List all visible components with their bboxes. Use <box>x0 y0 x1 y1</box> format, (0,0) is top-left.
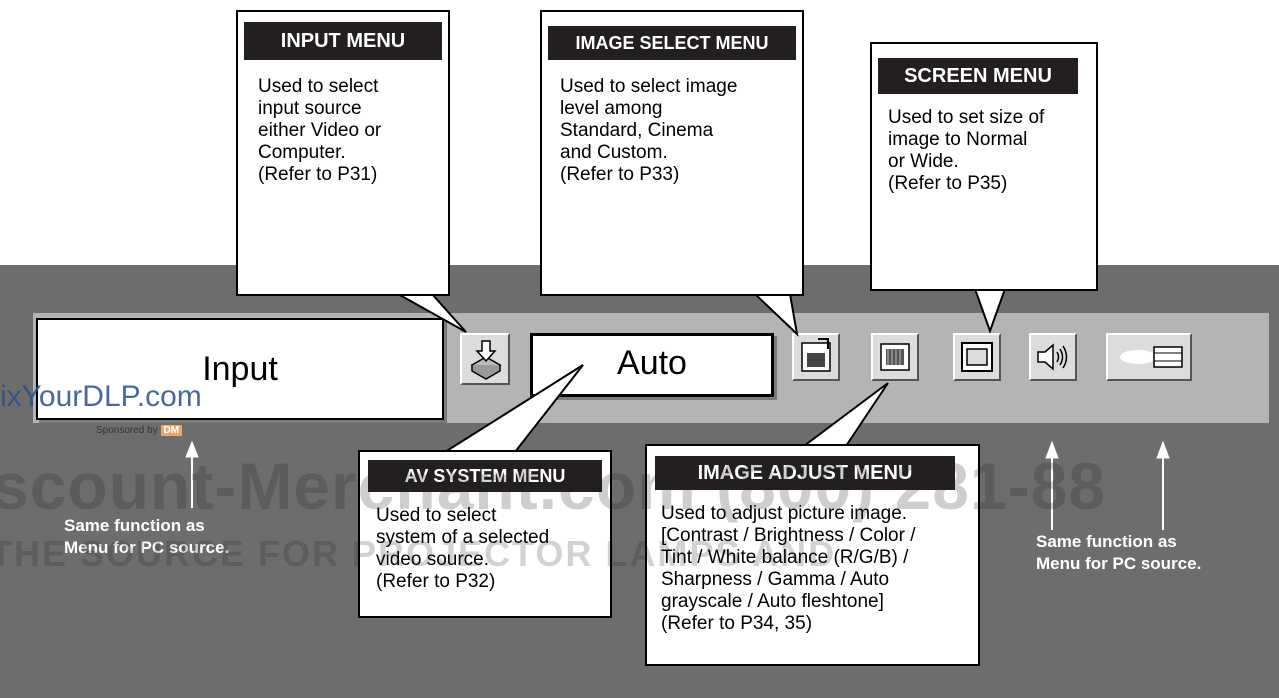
sponsor-logo: DM <box>160 425 183 436</box>
input-icon[interactable] <box>460 333 510 385</box>
input-menu-title: INPUT MENU <box>244 22 442 60</box>
av-system-menu-callout: AV SYSTEM MENU Used to select system of … <box>358 450 612 618</box>
watermark-sponsored: Sponsored by DM <box>96 425 183 436</box>
av-system-menu-description: Used to select system of a selected vide… <box>376 505 550 592</box>
av-system-value-box[interactable]: Auto <box>530 333 774 397</box>
arrow-left <box>185 440 199 508</box>
sound-icon[interactable] <box>1029 333 1077 381</box>
input-label: Input <box>202 350 278 388</box>
screen-menu-title: SCREEN MENU <box>878 58 1078 94</box>
input-display-box: Input <box>36 318 444 420</box>
image-adjust-menu-title: IMAGE ADJUST MENU <box>655 456 955 490</box>
right-same-function-note: Same function as Menu for PC source. <box>1036 532 1202 573</box>
left-same-function-note: Same function as Menu for PC source. <box>64 516 230 557</box>
av-system-menu-title: AV SYSTEM MENU <box>368 460 602 492</box>
screen-menu-description: Used to set size of image to Normal or W… <box>888 107 1045 194</box>
watermark-big: scount-Merchant.com (800) 281-88 <box>0 449 1107 523</box>
image-select-menu-title: IMAGE SELECT MENU <box>548 26 796 60</box>
input-menu-description: Used to select input source either Video… <box>258 76 382 185</box>
image-adjust-menu-callout: IMAGE ADJUST MENU Used to adjust picture… <box>645 444 980 666</box>
projector-icon[interactable] <box>1106 333 1192 381</box>
image-adjust-menu-description: Used to adjust picture image. [Contrast … <box>661 503 916 634</box>
watermark-site: ixYourDLP.com <box>0 380 202 413</box>
image-select-menu-callout: IMAGE SELECT MENU Used to select image l… <box>540 10 804 296</box>
auto-label: Auto <box>617 344 687 382</box>
screen-menu-callout: SCREEN MENU Used to set size of image to… <box>870 42 1098 291</box>
arrow-projector <box>1156 440 1170 530</box>
image-adjust-icon[interactable] <box>871 333 919 381</box>
watermark-small: THE SOURCE FOR PROJECTOR LAMPS AND <box>0 533 837 574</box>
image-select-menu-description: Used to select image level among Standar… <box>560 76 738 185</box>
input-menu-callout: INPUT MENU Used to select input source e… <box>236 10 450 296</box>
image-select-icon[interactable] <box>792 333 840 381</box>
arrow-sound <box>1045 440 1059 530</box>
screen-icon[interactable] <box>953 333 1001 381</box>
